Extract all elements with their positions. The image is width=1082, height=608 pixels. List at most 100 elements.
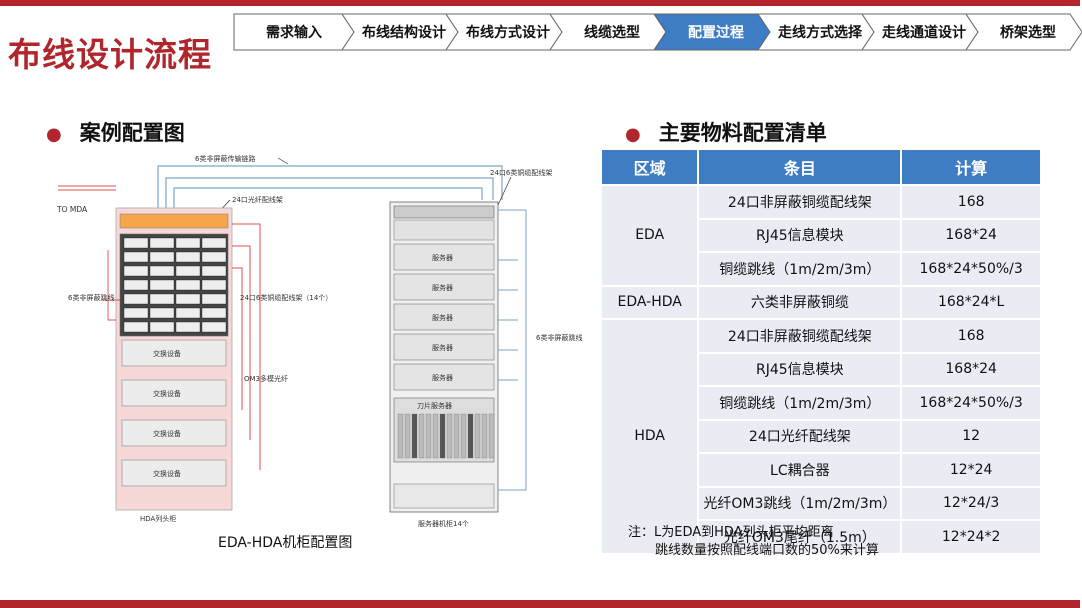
step-6[interactable]: 走线方式选择 (757, 13, 875, 51)
calc-cell: 12 (900, 418, 1042, 454)
patch-panel-port-block (123, 307, 149, 319)
step-label: 走线方式选择 (778, 25, 862, 41)
blade-label: 刀片服务器 (417, 401, 452, 410)
column-header: 条目 (697, 148, 903, 186)
blade-slot (425, 413, 432, 459)
server-unit (393, 363, 495, 391)
step-label: 布线结构设计 (362, 25, 446, 41)
item-cell: 六类非屏蔽铜缆 (697, 284, 903, 320)
switch-unit (121, 459, 227, 487)
to-mda-label: TO MDA (56, 205, 88, 214)
patch-panel-port-block (149, 279, 175, 291)
patch-panel-port-block (149, 265, 175, 277)
blade-slot (439, 413, 446, 459)
switch-unit (121, 379, 227, 407)
item-cell: RJ45信息模块 (697, 351, 903, 387)
area-cell: HDA (599, 318, 700, 555)
table-row: 光纤OM3尾纤（1.5m）12*24*2 (601, 519, 1042, 555)
server-unit (393, 303, 495, 331)
switch-unit (121, 339, 227, 367)
step-label: 线缆选型 (584, 25, 640, 41)
patch-panel-port-block (149, 237, 175, 249)
patch-panel-port-block (201, 279, 227, 291)
patch-panel-port-block (201, 293, 227, 305)
blade-slot (418, 413, 425, 459)
right-heading: ●主要物料配置清单 (625, 121, 827, 145)
blade-slot (397, 413, 404, 459)
fiber-panel-label: 24口光纤配线架 (232, 195, 283, 204)
blade-slot (432, 413, 439, 459)
step-2[interactable]: 布线结构设计 (341, 13, 459, 51)
item-cell: RJ45信息模块 (697, 217, 903, 253)
blade-slot (411, 413, 418, 459)
left-heading: ●案例配置图 (46, 121, 185, 145)
item-cell: 24口非屏蔽铜缆配线架 (697, 318, 903, 354)
patch-panel-port-block (201, 251, 227, 263)
table-row: 铜缆跳线（1m/2m/3m）168*24*50%/3 (601, 251, 1042, 287)
step-label: 桥架选型 (1000, 25, 1056, 41)
step-label: 走线通道设计 (882, 25, 966, 41)
switch-label: 交换设备 (153, 469, 181, 478)
calc-cell: 12*24*2 (900, 519, 1042, 555)
calc-cell: 168*24 (900, 351, 1042, 387)
switch-unit (121, 419, 227, 447)
calc-cell: 12*24 (900, 452, 1042, 488)
patch-panel-port-block (123, 237, 149, 249)
table-row: 光纤OM3跳线（1m/2m/3m）12*24/3 (601, 485, 1042, 521)
column-header: 区域 (599, 148, 700, 186)
blade-slot (460, 413, 467, 459)
blade-slot (446, 413, 453, 459)
step-7[interactable]: 走线通道设计 (861, 13, 979, 51)
step-3[interactable]: 布线方式设计 (445, 13, 563, 51)
calc-cell: 168 (900, 318, 1042, 354)
footnote-line-1: 注：L为EDA到HDA列头柜平均距离 (628, 525, 834, 540)
calc-cell: 168 (900, 184, 1042, 220)
server-label: 服务器 (432, 373, 453, 382)
server-label: 服务器 (432, 343, 453, 352)
blade-slot (467, 413, 474, 459)
patch-panel-port-block (201, 307, 227, 319)
patch-panel-port-block (201, 237, 227, 249)
diagram-caption: EDA-HDA机柜配置图 (218, 535, 353, 551)
bottom-accent-bar (0, 600, 1080, 608)
blade-slot (488, 413, 495, 459)
blade-slot (474, 413, 481, 459)
server-unit (393, 273, 495, 301)
hda-rack-label: HDA列头柜 (140, 514, 176, 523)
step-5[interactable]: 配置过程 (653, 13, 771, 51)
copper-panels-14-label: 24口6类铜缆配线架（14个） (240, 293, 332, 302)
patch-panel-port-block (123, 293, 149, 305)
calc-cell: 168*24*50%/3 (900, 385, 1042, 421)
switch-label: 交换设备 (153, 349, 181, 358)
footnote-line-2: 跳线数量按照配线端口数的50%来计算 (655, 543, 879, 558)
table-row: 铜缆跳线（1m/2m/3m）168*24*50%/3 (601, 385, 1042, 421)
step-4[interactable]: 线缆选型 (549, 13, 667, 51)
patch-panel-port-block (175, 251, 201, 263)
patch-left-label: 6类非屏蔽跳线 (68, 293, 114, 302)
patch-panel-port-block (123, 251, 149, 263)
patch-panel-port-block (123, 321, 149, 333)
patch-panel-port-block (123, 265, 149, 277)
server-label: 服务器 (432, 253, 453, 262)
step-8[interactable]: 桥架选型 (965, 13, 1082, 51)
patch-panel-port-block (201, 321, 227, 333)
bullet-icon: ● (46, 124, 62, 145)
channel-label: 6类非屏蔽传输链路 (195, 154, 255, 163)
patch-panel-port-block (149, 293, 175, 305)
blade-slot (481, 413, 488, 459)
server-unit (393, 333, 495, 361)
server-label: 服务器 (432, 313, 453, 322)
step-1[interactable]: 需求输入 (233, 13, 355, 51)
server-label: 服务器 (432, 283, 453, 292)
calc-cell: 168*24*50%/3 (900, 251, 1042, 287)
patch-panel-port-block (175, 293, 201, 305)
item-cell: 光纤OM3尾纤（1.5m） (697, 519, 903, 555)
rack-diagram: 6类非屏蔽传输链路 24口6类铜缆配线架 TO MDA 24口光纤配线架 交换设… (56, 154, 582, 528)
